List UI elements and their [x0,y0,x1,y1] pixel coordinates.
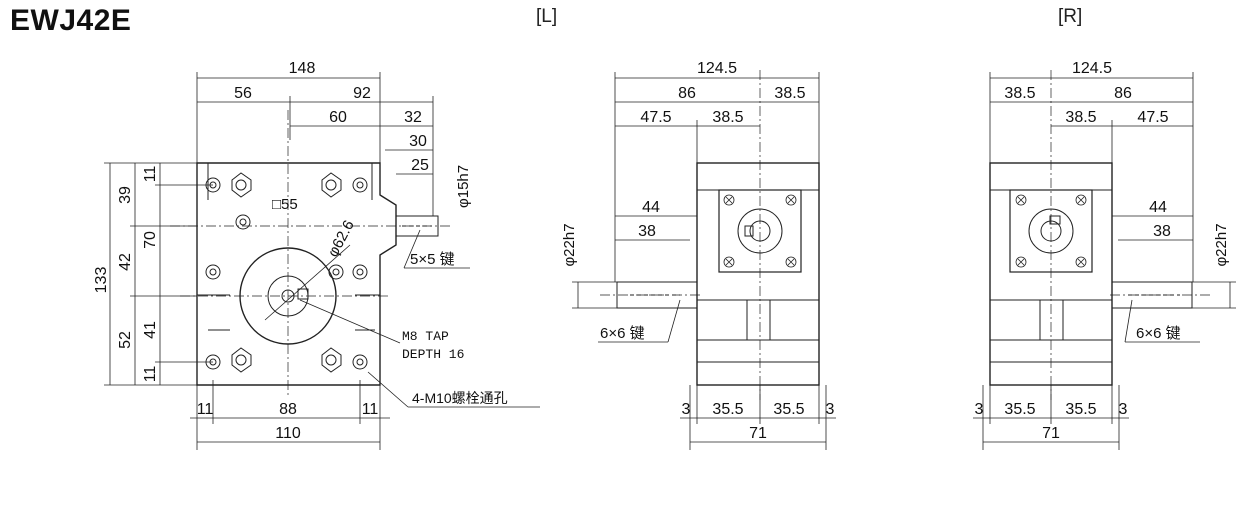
svg-text:38.5: 38.5 [1065,109,1096,126]
bolt-hex [321,347,342,373]
left-housing [696,162,820,386]
svg-text:44: 44 [1149,199,1167,216]
svg-text:41: 41 [142,321,159,339]
svg-text:148: 148 [289,60,316,77]
svg-text:30: 30 [409,133,427,150]
front-view [170,110,540,408]
svg-text:44: 44 [642,199,660,216]
svg-text:42: 42 [117,253,134,271]
svg-text:32: 32 [404,109,422,126]
svg-text:25: 25 [411,157,429,174]
svg-text:60: 60 [329,109,347,126]
svg-text:71: 71 [1042,425,1060,442]
svg-text:56: 56 [234,85,252,102]
front-dims-bottom [190,380,390,450]
view-label-right: [R] [1058,6,1083,27]
page-title: EWJ42E [10,4,132,37]
svg-text:3: 3 [826,401,835,418]
front-dims-bottom-labels: 110 88 11 11 [197,401,379,442]
left-view-dims [572,72,836,450]
bolt-hex [321,172,342,198]
svg-text:φ62.6: φ62.6 [325,218,358,260]
svg-text:38: 38 [1153,223,1171,240]
left-view-labels: 124.5 86 38.5 47.5 38.5 44 38 φ22h7 6×6 … [561,60,835,442]
svg-text:φ22h7: φ22h7 [561,223,578,266]
front-dims-left-labels: 133 39 42 52 11 70 41 11 [93,166,159,383]
right-view-dims [973,72,1236,450]
svg-text:6×6 键: 6×6 键 [1136,325,1181,342]
svg-text:47.5: 47.5 [640,109,671,126]
svg-text:φ15h7: φ15h7 [455,165,472,208]
svg-text:3: 3 [1119,401,1128,418]
svg-text:71: 71 [749,425,767,442]
svg-text:133: 133 [93,267,110,294]
svg-text:DEPTH 16: DEPTH 16 [402,347,464,362]
svg-text:38.5: 38.5 [712,109,743,126]
svg-text:11: 11 [142,366,159,383]
right-view-labels: 124.5 38.5 86 38.5 47.5 44 38 φ22h7 6×6 … [975,60,1230,442]
svg-text:35.5: 35.5 [1065,401,1096,418]
svg-text:6×6 键: 6×6 键 [600,325,645,342]
svg-text:47.5: 47.5 [1137,109,1168,126]
svg-text:38.5: 38.5 [774,85,805,102]
svg-text:11: 11 [142,166,159,183]
svg-text:35.5: 35.5 [1004,401,1035,418]
svg-text:3: 3 [975,401,984,418]
right-view [989,70,1212,400]
svg-text:M8 TAP: M8 TAP [402,329,449,344]
svg-text:4-M10螺栓通孔: 4-M10螺栓通孔 [412,390,508,406]
bolt-hex [231,347,252,373]
svg-text:124.5: 124.5 [1072,60,1112,77]
front-dims-top [196,72,434,216]
svg-text:38.5: 38.5 [1004,85,1035,102]
bolt-hex [231,172,252,198]
svg-text:86: 86 [678,85,696,102]
svg-text:110: 110 [275,425,301,442]
svg-text:92: 92 [353,85,371,102]
svg-text:88: 88 [279,401,297,418]
svg-text:3: 3 [682,401,691,418]
svg-text:86: 86 [1114,85,1132,102]
svg-text:φ22h7: φ22h7 [1213,223,1230,266]
left-view [598,70,820,400]
view-label-left: [L] [536,6,558,27]
svg-text:11: 11 [362,401,379,418]
svg-text:70: 70 [142,231,159,249]
svg-text:52: 52 [117,331,134,349]
front-dims-left [104,162,213,386]
front-housing [196,162,397,386]
svg-text:35.5: 35.5 [712,401,743,418]
svg-text:124.5: 124.5 [697,60,737,77]
svg-text:11: 11 [197,401,214,418]
svg-text:□55: □55 [272,196,298,213]
svg-text:39: 39 [117,186,134,204]
svg-text:38: 38 [638,223,656,240]
svg-text:5×5 键: 5×5 键 [410,251,455,268]
svg-text:35.5: 35.5 [773,401,804,418]
front-dims-top-labels: 148 56 92 60 32 30 25 □55 φ62.6 φ15h7 5×… [234,60,508,406]
